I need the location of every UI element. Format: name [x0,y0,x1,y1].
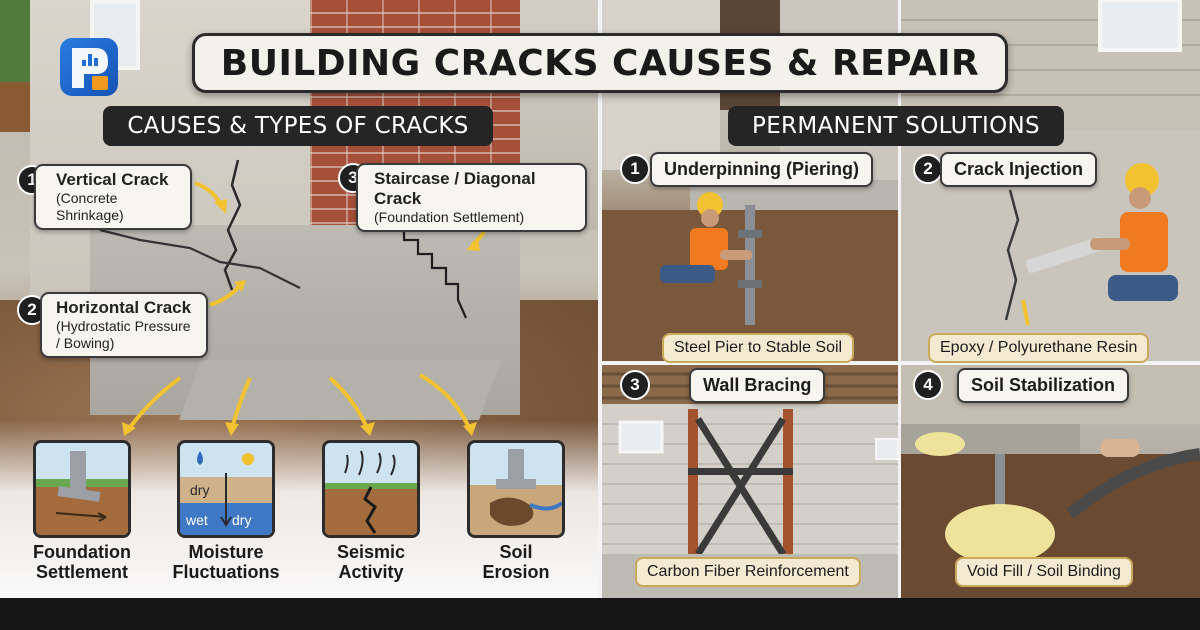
arrowhead [122,422,136,436]
solution-detail-wall-bracing: Carbon Fiber Reinforcement [635,557,861,587]
arrowhead [466,238,480,251]
crack-cause: (Foundation Settlement) [374,209,525,225]
cause-label-erosion: Soil Erosion [482,542,550,582]
arrow-to-foundation-settlement [126,376,182,432]
solution-number-3: 3 [620,370,650,400]
moisture-fluctuations-icon: dry wet dry [177,440,275,538]
solution-detail-soil-stabilization: Void Fill / Soil Binding [955,557,1133,587]
callout-staircase-crack: Staircase / Diagonal Crack (Foundation S… [356,163,587,232]
panel-divider [598,0,602,598]
solution-detail-underpinning: Steel Pier to Stable Soil [662,333,855,363]
foundation-settlement-icon [33,440,131,538]
foam-fill [945,504,1055,564]
solution-title-soil-stabilization: Soil Stabilization [957,368,1130,403]
panel-divider [600,361,1200,365]
arrowhead [360,422,375,436]
injection-hose [1066,448,1200,519]
wall-crack [1004,189,1020,321]
solution-number-2: 2 [913,154,943,184]
crack-cause: (Hydrostatic Pressure / Bowing) [56,318,191,351]
horizontal-crack [99,228,301,289]
sun-icon [242,453,254,465]
cause-label-foundation-settlement: Foundation Settlement [33,542,131,582]
soil-erosion-icon [467,440,565,538]
solution-number-1: 1 [620,154,650,184]
solution-title-wall-bracing: Wall Bracing [689,368,826,403]
svg-text:wet: wet [185,512,208,528]
crack-name: Staircase / Diagonal Crack [374,169,536,208]
water-drop-icon [197,451,203,465]
page-title: BUILDING CRACKS CAUSES & REPAIR [192,33,1008,93]
bottom-strip [0,598,1200,630]
panel-divider [898,0,901,598]
arrowhead [463,422,477,436]
hand-icon [1100,439,1140,457]
svg-text:dry: dry [232,512,251,528]
steel-brace [783,409,793,559]
cause-label-moisture: Moisture Fluctuations [172,542,280,582]
vertical-crack [223,159,242,291]
arrowhead [225,422,239,436]
svg-text:dry: dry [190,482,209,498]
arrowhead [214,199,227,214]
solution-title-crack-injection: Crack Injection [940,152,1098,187]
brand-logo [60,38,118,96]
arrowhead [234,280,246,292]
crack-cause: (Concrete Shrinkage) [56,190,124,223]
crack-number-2: 2 [17,295,47,325]
solution-title-underpinning: Underpinning (Piering) [650,152,873,187]
arrow-to-moisture [230,377,252,429]
callout-vertical-crack: Vertical Crack (Concrete Shrinkage) [34,164,192,230]
causes-heading: CAUSES & TYPES OF CRACKS [103,106,493,146]
solution-detail-crack-injection: Epoxy / Polyurethane Resin [928,333,1150,363]
arrow-to-erosion [419,373,472,431]
arrow-to-seismic [328,376,370,431]
seismic-activity-icon [322,440,420,538]
steel-brace [688,409,698,559]
solution-number-4: 4 [913,370,943,400]
hard-hat-icon [1125,163,1159,197]
injection-gun-icon [1025,237,1105,273]
callout-horizontal-crack: Horizontal Crack (Hydrostatic Pressure /… [40,292,208,358]
soil-stabilization-panel [900,364,1200,598]
crack-name: Vertical Crack [56,170,169,189]
logo-icon [72,48,108,90]
arrow-horizontal-crack [209,283,242,307]
crack-name: Horizontal Crack [56,298,192,317]
hard-hat-icon [697,192,723,218]
solutions-heading: PERMANENT SOLUTIONS [728,106,1064,146]
cause-label-seismic: Seismic Activity [336,542,406,582]
